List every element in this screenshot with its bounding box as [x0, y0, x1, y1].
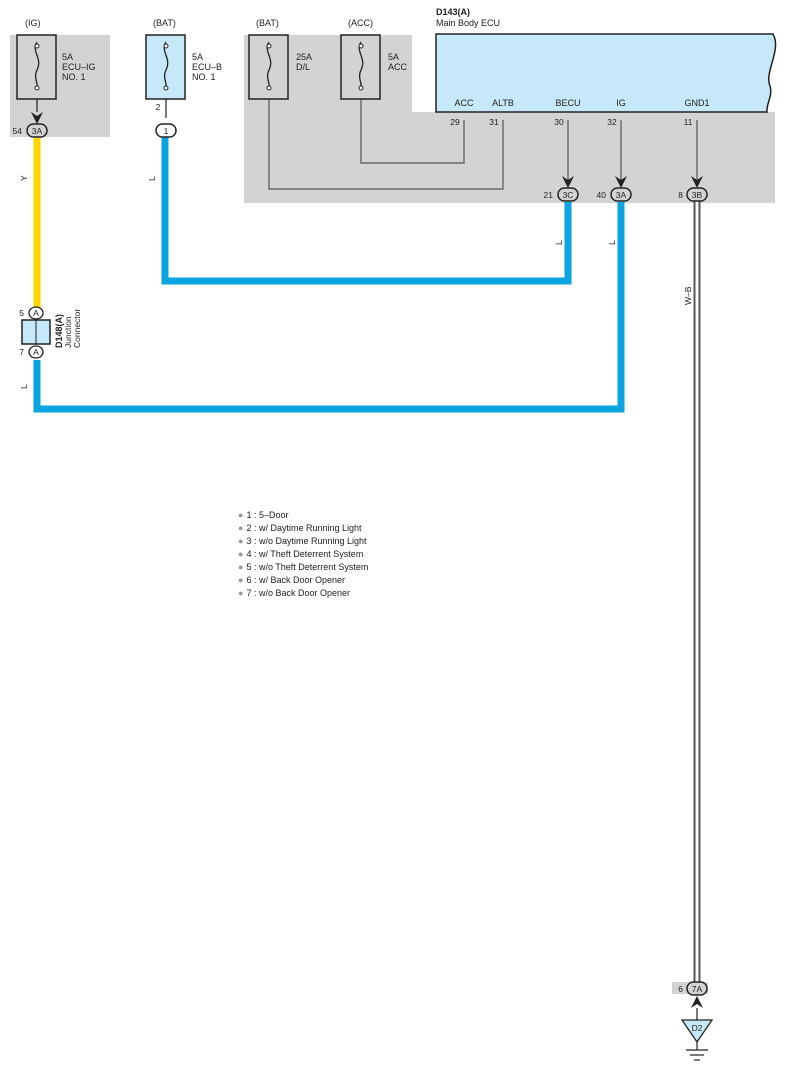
junction-pin-bottom: 7	[19, 347, 24, 357]
wire-blue-ig	[33, 202, 625, 413]
junction-id: D148(A)	[54, 314, 64, 348]
fuse-acc	[340, 34, 381, 100]
wire-label-l3: L	[554, 240, 564, 245]
note-item: ●5 : w/o Theft Deterrent System	[238, 562, 369, 572]
connector-ground-point-pin: 6	[678, 984, 683, 994]
fuse-ecub-source: (BAT)	[153, 18, 176, 28]
fuse-ecub-name2: NO. 1	[192, 72, 216, 82]
connector-ground-point-code: 7A	[692, 984, 703, 994]
fuse-dl-name1: D/L	[296, 62, 310, 72]
junction-label1: Junction	[63, 316, 73, 348]
connector-ig-pin: 40	[597, 190, 607, 200]
ecu-name: Main Body ECU	[436, 18, 500, 28]
connector-ig-code: 3A	[616, 190, 627, 200]
ground-icon	[680, 1008, 714, 1061]
fuse-dl-rating: 25A	[296, 52, 312, 62]
fuse-ecu-ig	[16, 34, 57, 112]
terminal-altb-pin: 31	[489, 117, 499, 127]
note-item: ●4 : w/ Theft Deterrent System	[238, 549, 364, 559]
wire-label-y: Y	[19, 175, 29, 181]
ground-label: D2	[692, 1023, 703, 1033]
terminal-altb-label: ALTB	[492, 98, 514, 108]
junction-connector	[21, 306, 51, 359]
connector-arrow-ig-fuse	[31, 112, 43, 124]
terminal-acc-pin: 29	[450, 117, 460, 127]
wire-altb	[268, 99, 504, 190]
connector-ig-fuse-pin: 54	[13, 126, 23, 136]
connector-ecub-fuse-code: 1	[164, 126, 169, 136]
wire-acc	[360, 99, 465, 164]
connector-gnd-pin: 8	[678, 190, 683, 200]
fuse-acc-name1: ACC	[388, 62, 408, 72]
wire-label-l2: L	[19, 384, 29, 389]
fuse-ecub-name1: ECU–B	[192, 62, 222, 72]
wire-label-l1: L	[147, 176, 157, 181]
wire-blue-ecub	[161, 137, 572, 285]
fuse-dl	[248, 34, 289, 100]
fuse-ig-source: (IG)	[25, 18, 41, 28]
connector-becu-pin: 21	[544, 190, 554, 200]
connector-gnd-code: 3B	[692, 190, 703, 200]
connector-becu	[557, 187, 579, 202]
fuse-ig-name1: ECU–IG	[62, 62, 96, 72]
junction-bottom-code: A	[33, 347, 39, 357]
fuse-acc-source: (ACC)	[348, 18, 373, 28]
connector-arrow-ig	[615, 176, 627, 188]
note-item: ●1 : 5–Door	[238, 510, 289, 520]
notes-list: ●1 : 5–Door ●2 : w/ Daytime Running Ligh…	[238, 509, 368, 600]
connector-arrow-gnd	[691, 176, 703, 188]
fuse-dl-source: (BAT)	[256, 18, 279, 28]
junction-pin-top: 5	[19, 308, 24, 318]
note-item: ●6 : w/ Back Door Opener	[238, 575, 345, 585]
terminal-becu-pin: 30	[554, 117, 564, 127]
connector-ecub-fuse	[155, 123, 177, 138]
junction-top-code: A	[33, 308, 39, 318]
connector-ig-fuse	[26, 123, 48, 138]
fuse-ig-name2: NO. 1	[62, 72, 86, 82]
ecu-id: D143(A)	[436, 7, 470, 17]
fuse-ecu-b	[145, 34, 186, 118]
main-body-ecu	[435, 33, 777, 113]
terminal-gnd1-label: GND1	[684, 98, 709, 108]
connector-ecub-fuse-pin: 2	[156, 102, 161, 112]
note-item: ●3 : w/o Daytime Running Light	[238, 536, 367, 546]
terminal-acc-label: ACC	[454, 98, 474, 108]
connector-gnd	[686, 187, 708, 202]
terminal-becu-label: BECU	[555, 98, 580, 108]
terminal-ig-label: IG	[616, 98, 626, 108]
connector-arrow-ground	[691, 996, 703, 1008]
fuse-acc-rating: 5A	[388, 52, 399, 62]
connector-ig	[610, 187, 632, 202]
connector-ground-point	[686, 981, 708, 996]
connector-ig-fuse-code: 3A	[32, 126, 43, 136]
terminal-ig-pin: 32	[607, 117, 617, 127]
wire-label-wb: W–B	[683, 286, 693, 305]
connector-arrow-becu	[562, 176, 574, 188]
wire-label-l4: L	[607, 240, 617, 245]
fuse-ig-rating: 5A	[62, 52, 73, 62]
ecu-panel	[412, 112, 775, 203]
junction-label2: Connector	[72, 309, 82, 348]
connector-becu-code: 3C	[563, 190, 574, 200]
note-item: ●7 : w/o Back Door Opener	[238, 588, 350, 598]
note-item: ●2 : w/ Daytime Running Light	[238, 523, 362, 533]
terminal-gnd1-pin: 11	[684, 117, 693, 127]
fuse-ecub-rating: 5A	[192, 52, 203, 62]
